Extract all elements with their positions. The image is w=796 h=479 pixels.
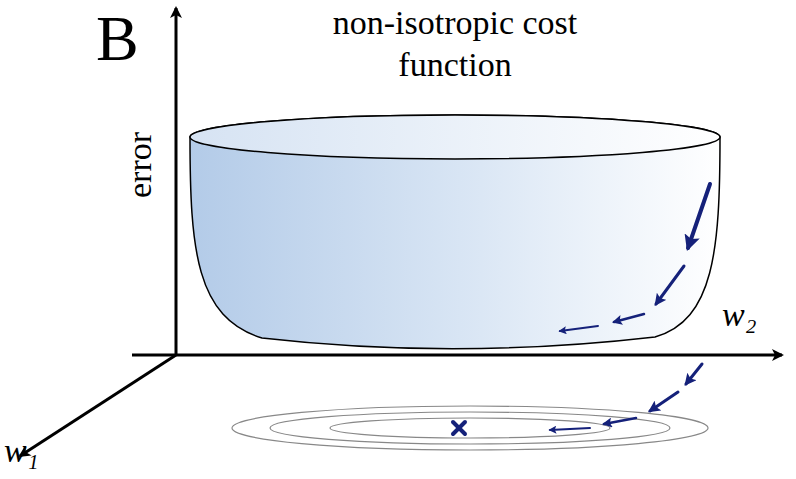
figure-title: non-isotropic cost function xyxy=(300,2,610,86)
error-axis xyxy=(175,8,178,356)
axis-label: w₂ xyxy=(722,296,757,334)
bowl-rim xyxy=(190,115,720,159)
axis-label: w₁ xyxy=(4,432,39,470)
descent-path-3d xyxy=(560,184,710,331)
contour-lines xyxy=(232,406,708,450)
w2-axis xyxy=(132,354,782,357)
minimum-marker xyxy=(453,422,465,434)
descent-path-2d xyxy=(550,364,702,430)
axis-label: error xyxy=(121,132,159,198)
w1-axis xyxy=(20,355,176,456)
bowl-surface xyxy=(190,115,720,349)
panel-letter: B xyxy=(96,4,139,74)
